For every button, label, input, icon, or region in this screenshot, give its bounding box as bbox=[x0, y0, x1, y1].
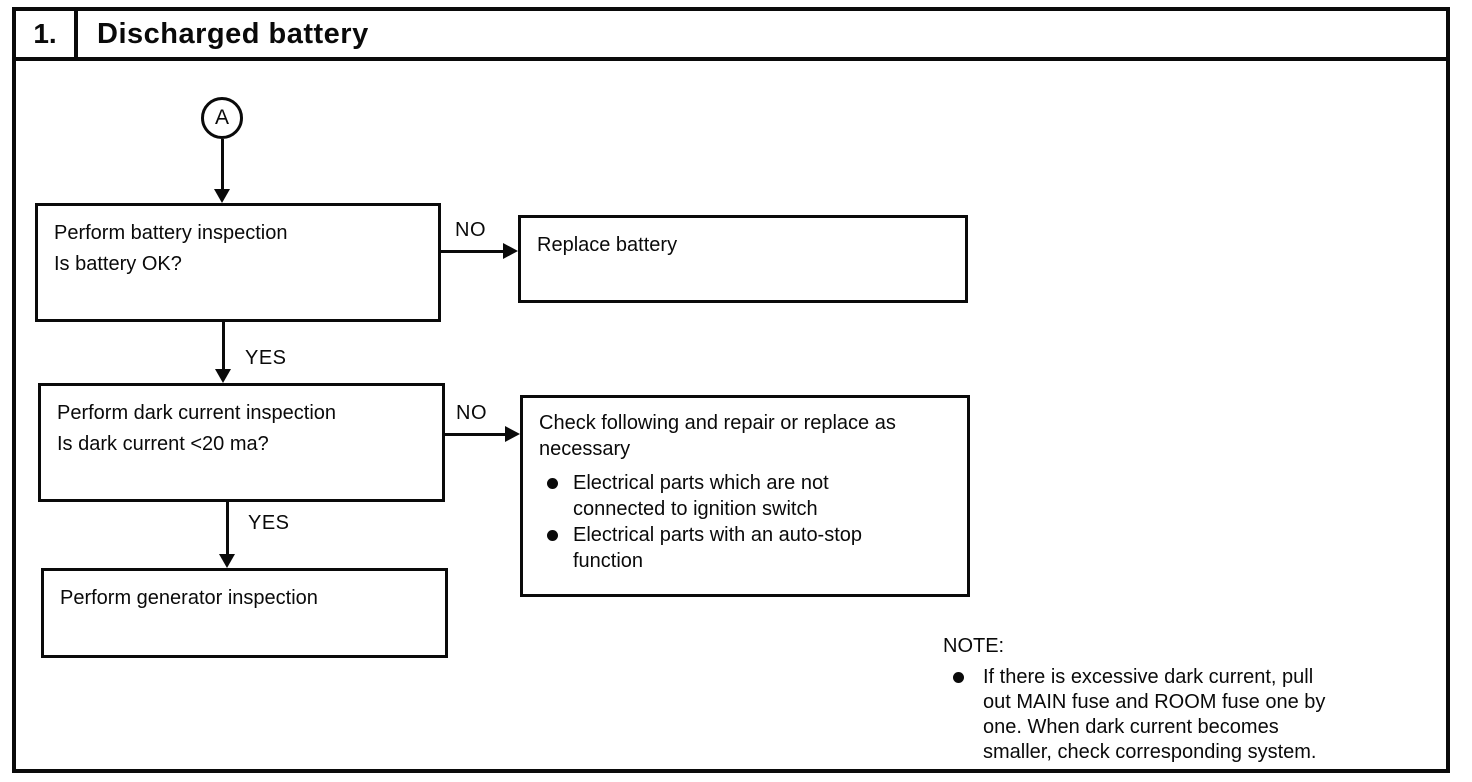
note-block: NOTE: If there is excessive dark current… bbox=[943, 634, 1383, 765]
arrow-line-yes-2 bbox=[226, 502, 229, 555]
page-title: Discharged battery bbox=[97, 17, 369, 50]
connector-a-label: A bbox=[214, 106, 229, 129]
generator-inspection-box: Perform generator inspection bbox=[41, 568, 448, 658]
arrowhead-a-to-battery bbox=[214, 189, 230, 203]
replace-battery-box: Replace battery bbox=[518, 215, 968, 303]
arrowhead-no-2 bbox=[505, 426, 520, 442]
check-repair-bullet-1: Electrical parts which are not connected… bbox=[539, 470, 891, 522]
no-label-2: NO bbox=[456, 402, 487, 424]
note-bullet-list: If there is excessive dark current, pull… bbox=[943, 665, 1383, 765]
arrow-line-no-2 bbox=[445, 433, 507, 436]
check-repair-bullet-2: Electrical parts with an auto-stop funct… bbox=[539, 522, 891, 574]
section-header: 1. Discharged battery bbox=[12, 7, 1450, 61]
arrowhead-yes-2 bbox=[219, 554, 235, 568]
connector-a-circle: A bbox=[201, 97, 243, 139]
dark-current-line2: Is dark current <20 ma? bbox=[57, 433, 269, 455]
arrow-line-a-to-battery bbox=[221, 139, 224, 191]
battery-inspection-line2: Is battery OK? bbox=[54, 253, 182, 275]
check-repair-bullet-list: Electrical parts which are not connected… bbox=[539, 470, 951, 574]
section-number: 1. bbox=[16, 11, 78, 57]
check-repair-intro: Check following and repair or replace as… bbox=[539, 412, 896, 460]
arrow-line-no-1 bbox=[441, 250, 505, 253]
replace-battery-line1: Replace battery bbox=[537, 234, 678, 256]
battery-inspection-box: Perform battery inspection Is battery OK… bbox=[35, 203, 441, 322]
check-repair-box: Check following and repair or replace as… bbox=[520, 395, 970, 597]
yes-label-1: YES bbox=[245, 347, 287, 369]
arrowhead-yes-1 bbox=[215, 369, 231, 383]
note-bullet-1: If there is excessive dark current, pull… bbox=[943, 665, 1341, 765]
no-label-1: NO bbox=[455, 219, 486, 241]
yes-label-2: YES bbox=[248, 512, 290, 534]
dark-current-line1: Perform dark current inspection bbox=[57, 402, 337, 424]
arrowhead-no-1 bbox=[503, 243, 518, 259]
note-label: NOTE: bbox=[943, 635, 1005, 657]
battery-inspection-line1: Perform battery inspection bbox=[54, 222, 288, 244]
generator-inspection-line1: Perform generator inspection bbox=[60, 587, 318, 609]
dark-current-inspection-box: Perform dark current inspection Is dark … bbox=[38, 383, 445, 502]
arrow-line-yes-1 bbox=[222, 322, 225, 371]
